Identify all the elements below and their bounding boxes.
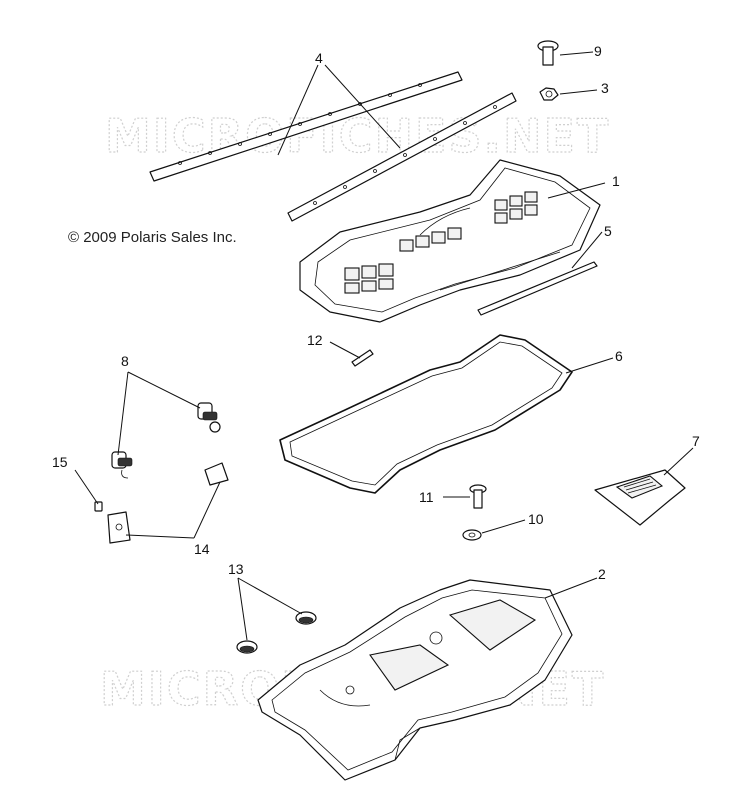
- callout-13: 13: [228, 561, 244, 577]
- callout-15: 15: [52, 454, 68, 470]
- callout-12: 12: [307, 332, 323, 348]
- part-13-clips: [236, 611, 317, 654]
- part-2-bin: [257, 579, 573, 781]
- callout-14: 14: [194, 541, 210, 557]
- part-15-bushing: [94, 501, 103, 512]
- callout-9: 9: [594, 43, 602, 59]
- callout-5: 5: [604, 223, 612, 239]
- part-6-gasket: [279, 334, 573, 494]
- callout-1: 1: [612, 173, 620, 189]
- callout-8: 8: [121, 353, 129, 369]
- part-14-brackets: [107, 462, 229, 544]
- part-5-rod: [477, 261, 598, 316]
- part-1-cover: [299, 159, 601, 323]
- leader-lines: [74, 51, 694, 641]
- part-11-screw: [469, 484, 487, 509]
- watermark-top: MICROFICHES.NET: [105, 109, 610, 163]
- callout-2: 2: [598, 566, 606, 582]
- callout-10: 10: [528, 511, 544, 527]
- callout-6: 6: [615, 348, 623, 364]
- callout-11: 11: [419, 489, 434, 505]
- part-8-latches: [111, 402, 221, 479]
- part-9-bolt: [537, 40, 559, 66]
- callout-numbers: 1 2 3 4 5 6 7 8 9 10 11 12 13 14 15: [52, 43, 700, 582]
- callout-7: 7: [692, 433, 700, 449]
- copyright-text: © 2009 Polaris Sales Inc.: [68, 229, 237, 246]
- part-12-pin: [351, 349, 374, 367]
- part-7-plate: [594, 469, 686, 526]
- part-3-nut: [539, 87, 559, 101]
- callout-3: 3: [601, 80, 609, 96]
- callout-4: 4: [315, 50, 323, 66]
- part-4-seal-strips: [149, 71, 517, 222]
- part-10-washer: [462, 529, 482, 541]
